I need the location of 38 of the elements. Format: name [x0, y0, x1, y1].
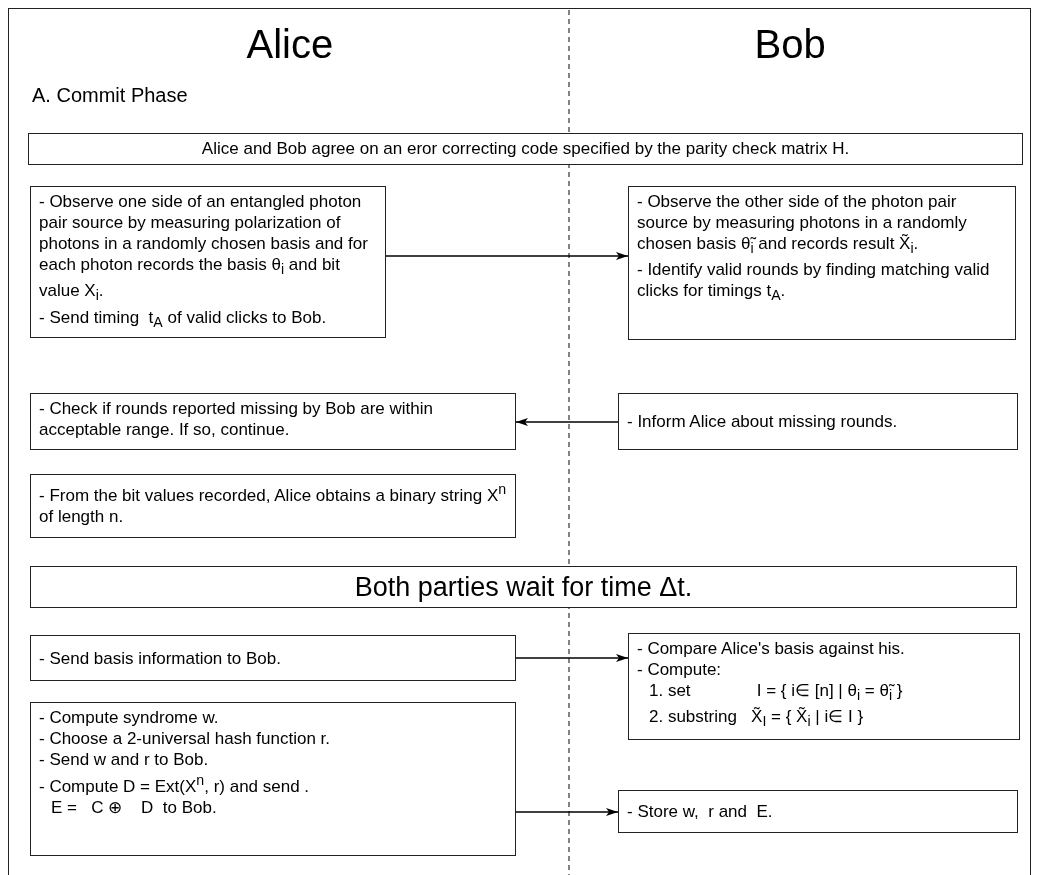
step-text: - Store w, r and E. [627, 801, 774, 822]
step-text: - Compute D = Ext(X$^{n}$, r) and send . [39, 771, 311, 797]
step-text: - Check if rounds reported missing by Bob are within acceptable range. If so, continue. [39, 398, 434, 440]
step-text: - Compute: [637, 659, 723, 680]
process-box [628, 186, 1016, 340]
step-text: - From the bit values recorded, Alice obtains a binary string X$^{n}$ of length n. [39, 480, 507, 527]
step-text: - Observe one side of an entangled photon pair source by measuring polarization of photons in a randomly chosen basis and for each photon records the basis θ$_{i}$ and bit value X$_{i}$. [39, 191, 369, 306]
party-heading: Bob [754, 22, 826, 67]
process-box [30, 186, 386, 339]
process-box [618, 790, 1018, 833]
process-box [30, 474, 516, 538]
party-heading: Alice [246, 22, 334, 67]
process-box [28, 133, 1023, 165]
process-box [30, 702, 516, 856]
arrow [515, 808, 619, 816]
phase-heading: A. Commit Phase [32, 84, 188, 107]
step-text: E = C ⊕ D to Bob. [50, 796, 218, 818]
process-box [628, 633, 1020, 740]
process-box [30, 393, 516, 450]
step-text: - Choose a 2-universal hash function r. [39, 728, 332, 749]
process-box [618, 393, 1018, 450]
step-text: 1. set I = { i∈ [n] | θ$_{i}$ = θ̃$_{i}$ } [648, 680, 904, 706]
step-text: Alice and Bob agree on an eror correcting code specified by the parity check matrix H. [200, 138, 851, 160]
step-text: - Compare Alice's basis against his. [637, 638, 906, 659]
step-text: - Send timing t$_{A}$ of valid clicks to Bob. [39, 306, 328, 333]
step-text: - Send basis information to Bob. [39, 647, 282, 669]
step-text: 2. substring X̃$_{I}$ = { X̃$_{i}$ | i∈ I } [648, 706, 865, 732]
process-box [30, 635, 516, 681]
step-text: - Observe the other side of the photon pair source by measuring photons in a randomly chosen basis θ̃$_{i}$ and records result X̃$_{i}$. [637, 191, 968, 259]
arrow [515, 654, 629, 662]
step-text: - Inform Alice about missing rounds. [627, 411, 899, 432]
arrow [385, 252, 629, 260]
step-text: - Send w and r to Bob. [39, 749, 210, 770]
step-text: Both parties wait for time Δt. [353, 571, 694, 603]
step-text: - Compute syndrome w. [39, 707, 220, 728]
process-box [30, 566, 1017, 608]
step-text: - Identify valid rounds by finding matching valid clicks for timings t$_{A}$. [637, 259, 991, 306]
arrow [515, 418, 619, 426]
